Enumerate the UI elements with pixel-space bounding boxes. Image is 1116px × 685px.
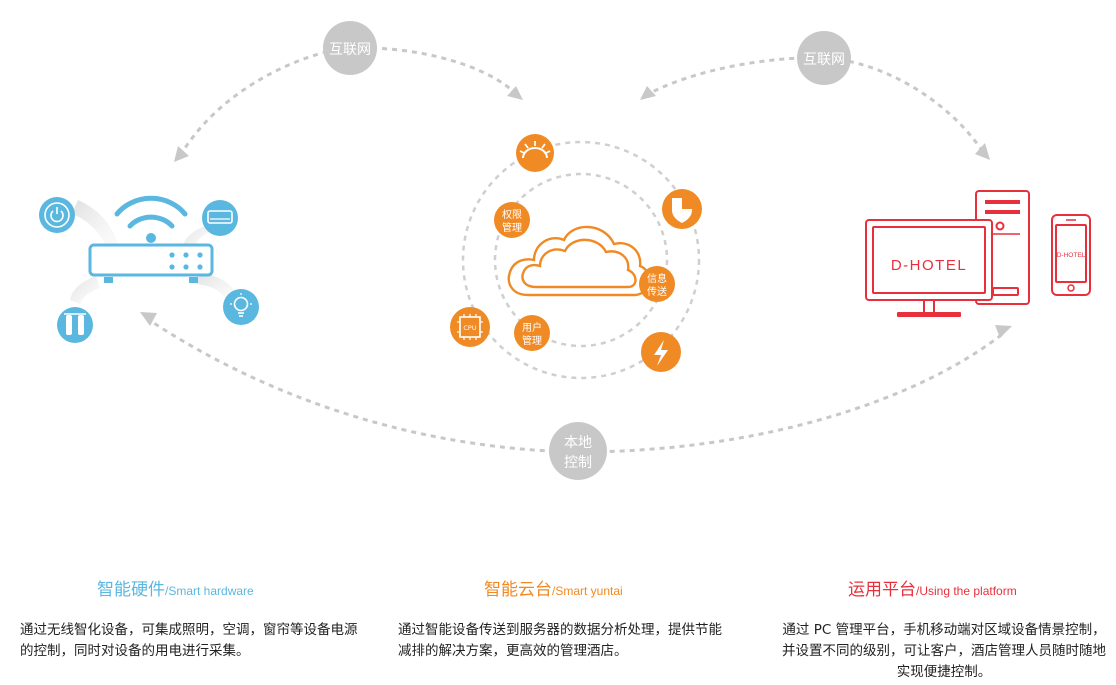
svg-text:互联网: 互联网	[329, 42, 371, 58]
cloud-description: 通过智能设备传送到服务器的数据分析处理，提供节能减排的解决方案，更高效的管理酒店…	[398, 622, 722, 659]
arrowheads	[140, 86, 1012, 338]
user-management-badge: 用户 管理	[514, 315, 550, 351]
power-switch-icon	[39, 197, 75, 233]
platform-title: 运用平台/Using the platform	[848, 575, 1017, 600]
svg-text:管理: 管理	[502, 221, 522, 234]
ribbon-top-left	[72, 200, 120, 250]
cloud-title-text: 智能云台	[484, 580, 552, 600]
arrowhead-local-hardware	[140, 312, 157, 326]
cloud-subtitle: /Smart yuntai	[552, 584, 623, 598]
svg-text:互联网: 互联网	[803, 52, 845, 68]
platform-description: 通过 PC 管理平台，手机移动端对区域设备情景控制，并设置不同的级别，可让客户，…	[782, 622, 1106, 680]
arrowhead-platform	[975, 143, 990, 160]
svg-text:本地: 本地	[564, 435, 592, 451]
light-bulb-icon	[223, 289, 259, 325]
phone-icon: D-HOTEL	[1051, 214, 1091, 296]
platform-group: D-HOTEL D-HOTEL	[865, 190, 1091, 317]
platform-subtitle: /Using the platform	[916, 584, 1017, 598]
cpu-badge: CPU	[450, 307, 490, 347]
smart-hardware-group	[39, 195, 259, 343]
svg-text:CPU: CPU	[463, 324, 476, 332]
wifi-sensor-badge	[516, 134, 554, 172]
arrowhead-cloud-left	[507, 86, 523, 100]
hardware-description: 通过无线智化设备，可集成照明，空调，窗帘等设备电源的控制，同时对设备的用电进行采…	[20, 622, 358, 659]
power-bolt-badge	[641, 332, 681, 372]
hardware-title: 智能硬件/Smart hardware	[97, 575, 254, 600]
cloud-icon	[507, 225, 651, 297]
arrowhead-hardware	[174, 146, 189, 162]
svg-text:用户: 用户	[522, 321, 542, 334]
cloud-orbit-outer	[461, 140, 701, 380]
svg-text:管理: 管理	[522, 334, 542, 347]
svg-text:控制: 控制	[564, 455, 592, 471]
platform-title-text: 运用平台	[848, 580, 916, 600]
system-diagram: 互联网 互联网 本地 控制	[39, 21, 1091, 480]
local-control-badge: 本地 控制	[549, 422, 607, 480]
router-icon	[88, 243, 214, 283]
arc-hardware-to-cloud	[178, 46, 520, 157]
wifi-dot	[146, 233, 156, 243]
security-shield-badge	[662, 189, 702, 229]
monitor-icon: D-HOTEL	[865, 219, 993, 317]
hardware-subtitle: /Smart hardware	[165, 584, 254, 598]
cloud-orbit-inner	[493, 172, 669, 348]
svg-text:信息: 信息	[647, 272, 667, 285]
ribbon-bottom-left	[70, 276, 100, 304]
internet-badge-left: 互联网	[323, 21, 377, 75]
smart-cloud-group: 权限 管理 信息 传送 用户 管理 CPU	[450, 134, 702, 380]
info-transfer-badge: 信息 传送	[639, 266, 675, 302]
svg-text:传送: 传送	[647, 285, 667, 298]
arrowhead-local-platform	[995, 325, 1012, 338]
ribbon-bottom-right	[196, 272, 238, 300]
arrowhead-cloud-right	[640, 86, 656, 100]
cloud-title: 智能云台/Smart yuntai	[484, 575, 623, 600]
hardware-title-text: 智能硬件	[97, 580, 165, 600]
svg-text:D-HOTEL: D-HOTEL	[1057, 252, 1086, 259]
arc-local-control	[145, 316, 1006, 454]
svg-text:权限: 权限	[502, 208, 522, 221]
curtain-icon	[57, 307, 93, 343]
internet-badge-right: 互联网	[797, 31, 851, 85]
wifi-icon	[114, 195, 188, 229]
air-conditioner-icon	[202, 200, 238, 236]
permission-management-badge: 权限 管理	[494, 202, 530, 238]
svg-text:D-HOTEL: D-HOTEL	[891, 257, 967, 274]
